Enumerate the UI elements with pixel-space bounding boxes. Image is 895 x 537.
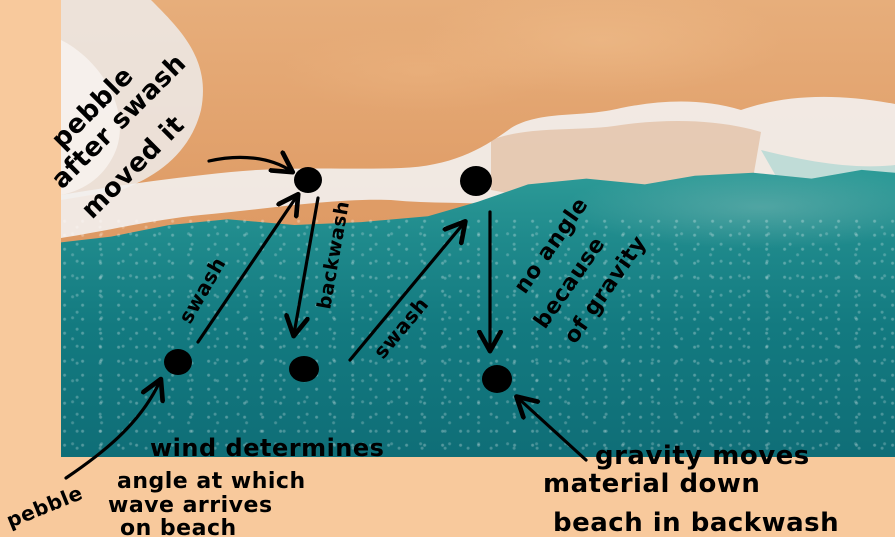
label-swash-1: swash — [174, 253, 231, 328]
pebble-start-dot — [164, 349, 192, 375]
pebble-after-swash-1-dot — [294, 167, 322, 193]
label-wind-l1: wind determines — [150, 434, 384, 462]
label-wind-l4: on beach — [120, 516, 237, 537]
backwash-arrow — [294, 196, 320, 334]
swash-arrow-1 — [196, 196, 297, 344]
gravity-label-arrow — [518, 398, 588, 462]
pebble-after-backwash-1-dot — [289, 356, 319, 382]
label-wind-l2: angle at which — [117, 469, 306, 494]
pebble-after-backwash-2-dot — [482, 365, 512, 393]
label-gravity-l3: beach in backwash — [553, 508, 839, 537]
after-swash-label-arrow — [207, 157, 291, 171]
label-wind-l3: wave arrives — [108, 493, 273, 518]
pebble-after-swash-2-dot — [460, 166, 492, 196]
pebble-label-arrow — [64, 381, 160, 480]
swash-arrow-2 — [348, 223, 464, 362]
pebbles — [164, 166, 512, 393]
arrows — [64, 157, 588, 480]
label-backwash: backwash — [313, 199, 354, 311]
label-gravity-l1: gravity moves — [595, 441, 810, 471]
labels: pebble after swash moved it swash backwa… — [3, 48, 839, 537]
label-pebble: pebble — [3, 480, 86, 532]
label-gravity-l2: material down — [543, 469, 760, 499]
